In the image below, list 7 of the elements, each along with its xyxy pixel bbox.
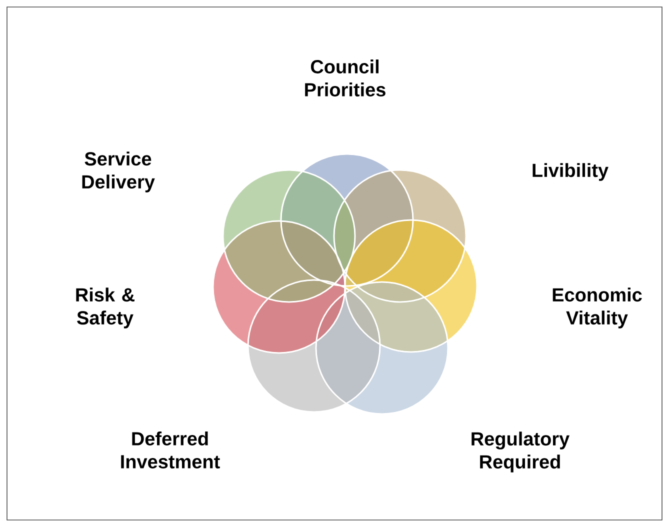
category-label: Regulatory Required xyxy=(472,432,570,472)
category-label: Service Delivery xyxy=(82,152,155,192)
category-label: Livibility xyxy=(532,163,608,181)
category-label: Council Priorities xyxy=(305,60,386,96)
category-label: Economic Vitality xyxy=(552,288,642,328)
category-label: Deferred Investment xyxy=(121,432,220,468)
category-label: Risk & Safety xyxy=(76,288,134,328)
